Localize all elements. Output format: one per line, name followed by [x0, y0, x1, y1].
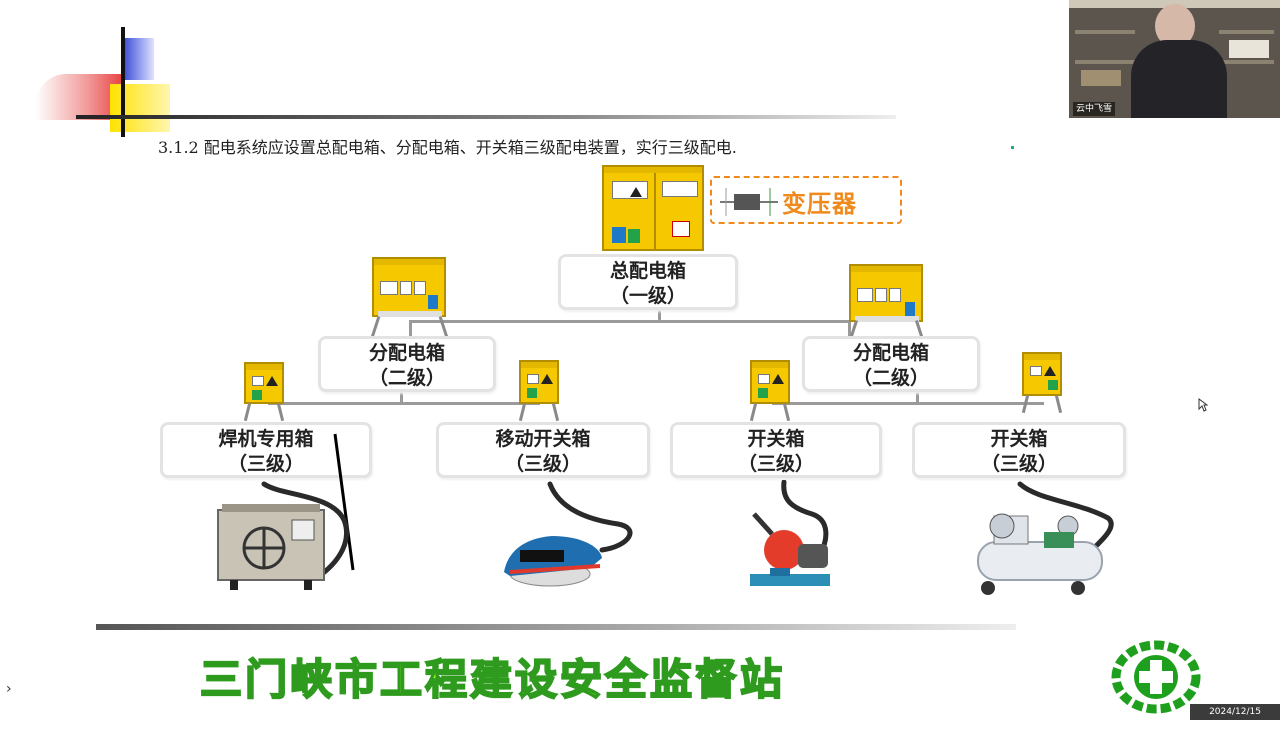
node-switch-box-1: 开关箱 （三级） [670, 422, 882, 478]
node-switch-box-2: 开关箱 （三级） [912, 422, 1126, 478]
participant-name: 云中飞雪 [1073, 102, 1116, 116]
annotation-stroke [333, 433, 355, 571]
header-decor-yellow [110, 84, 170, 132]
clause-text: 3.1.2 配电系统应设置总配电箱、分配电箱、开关箱三级配电装置，实行三级配电. [158, 138, 737, 157]
header-decor-blue [124, 38, 154, 80]
node-main-cabinet: 总配电箱 （一级） [558, 254, 738, 310]
connector [409, 320, 412, 340]
node-name: 分配电箱 [368, 342, 445, 364]
welding-machine-icon [217, 481, 350, 590]
node-level: （二级） [368, 367, 445, 389]
connector [916, 390, 919, 404]
sub-cabinet-right-image [849, 264, 923, 322]
node-level: （一级） [609, 285, 686, 307]
mouse-cursor-icon [1198, 398, 1208, 412]
circular-saw-icon [504, 481, 633, 587]
switch-box-2-image [1022, 352, 1062, 396]
node-level: （二级） [852, 367, 929, 389]
connector [410, 320, 850, 323]
switch-box-1-image [750, 360, 790, 404]
header-rule [76, 115, 896, 119]
node-name: 焊机专用箱 [218, 428, 314, 450]
node-sub-cabinet-left: 分配电箱 （二级） [318, 336, 496, 392]
organization-name: 三门峡市工程建设安全监督站 [199, 654, 786, 705]
mobile-box-image [519, 360, 559, 404]
node-name: 总配电箱 [609, 260, 686, 282]
connector [268, 402, 540, 405]
sub-cabinet-left-image [372, 257, 446, 317]
footer-rule [96, 624, 1016, 630]
slide-prev-chevron-icon[interactable]: › [6, 681, 12, 697]
timestamp: 2024/12/15 09:25:40 [1190, 704, 1280, 733]
connector [848, 320, 851, 340]
node-level: （三级） [980, 453, 1057, 475]
air-compressor-icon [977, 481, 1114, 595]
connector [400, 390, 403, 404]
transformer-box: 变压器 [710, 176, 902, 224]
header-decor-red [36, 74, 122, 120]
node-mobile-box: 移动开关箱 （三级） [436, 422, 650, 478]
node-sub-cabinet-right: 分配电箱 （二级） [802, 336, 980, 392]
main-cabinet-image [602, 165, 704, 251]
node-name: 开关箱 [747, 428, 805, 450]
node-level: （三级） [737, 453, 814, 475]
node-level: （三级） [504, 453, 581, 475]
node-level: （三级） [227, 453, 304, 475]
stray-dot [1011, 146, 1014, 149]
node-name: 移动开关箱 [495, 428, 591, 450]
node-name: 分配电箱 [852, 342, 929, 364]
node-name: 开关箱 [990, 428, 1048, 450]
connector [772, 402, 1044, 405]
transformer-label: 变压器 [782, 190, 857, 218]
connector [658, 308, 661, 322]
participant-body [1131, 40, 1227, 118]
video-thumbnail[interactable]: 云中飞雪 [1069, 0, 1280, 118]
transformer-icon [720, 188, 778, 216]
safety-cross-logo [1111, 640, 1201, 714]
header-decor-vertical-line [121, 27, 125, 137]
cutoff-saw-icon [750, 480, 830, 586]
welder-box-image [244, 362, 284, 404]
